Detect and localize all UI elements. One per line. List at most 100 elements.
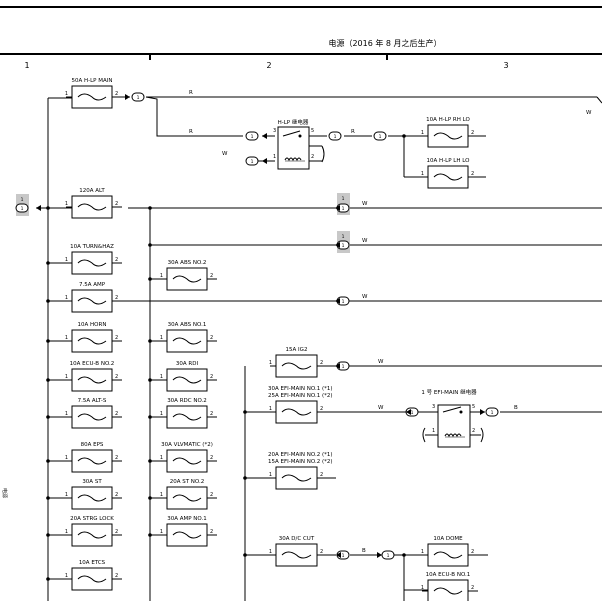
- junction-dot: [243, 476, 247, 480]
- fuse-element-icon: [172, 531, 202, 539]
- pin-number: 2: [471, 549, 474, 555]
- pin-number: 1: [160, 273, 163, 279]
- connector-pin: 1: [137, 95, 140, 101]
- fuse-element-icon: [77, 259, 107, 267]
- fuse-element-icon: [77, 337, 107, 345]
- junction-dot: [46, 533, 50, 537]
- fuse-label: 10A H-LP LH LO: [427, 158, 471, 164]
- fuse-label: 10A ECU-B NO.2: [70, 361, 115, 367]
- arrow-icon: [377, 552, 382, 558]
- pin-number: 1: [160, 529, 163, 535]
- pin-number: 1: [269, 360, 272, 366]
- pin-number: 1: [160, 335, 163, 341]
- pin-number: 2: [210, 492, 213, 498]
- junction-dot: [148, 378, 152, 382]
- pin-number: 2: [210, 411, 213, 417]
- connector-pill: [245, 156, 259, 166]
- pin-number: 2: [471, 130, 474, 136]
- pin-number: 2: [115, 374, 118, 380]
- fuse-label: 7.5A ALT-S: [78, 398, 107, 404]
- pin-number: 2: [115, 335, 118, 341]
- pin-number: 2: [471, 171, 474, 177]
- arrow-icon: [480, 409, 485, 415]
- connector-pin: 1: [387, 553, 390, 559]
- fuse-label: 20A ST NO.2: [170, 479, 205, 485]
- pin-number: 2: [210, 273, 213, 279]
- pin-number: 2: [115, 529, 118, 535]
- junction-dot: [46, 577, 50, 581]
- junction-dot: [148, 459, 152, 463]
- pin-number: 2: [115, 455, 118, 461]
- connector-pin: 1: [342, 299, 345, 305]
- fuse-element-icon: [433, 132, 463, 140]
- fuse-label: 120A ALT: [79, 188, 105, 194]
- pin-number: 1: [65, 295, 68, 301]
- junction-dot: [46, 261, 50, 265]
- relay-label: H-LP 继电器: [278, 118, 309, 126]
- wire-color-w: W: [362, 294, 368, 300]
- fuse-element-icon: [433, 587, 463, 595]
- pin-number: 1: [421, 549, 424, 555]
- arrow-icon: [262, 158, 267, 164]
- pin-number: 1: [65, 492, 68, 498]
- fuse-element-icon: [172, 376, 202, 384]
- fuse-element-icon: [433, 173, 463, 181]
- wire-color-b: B: [362, 548, 366, 554]
- efi-main-no2-label: 20A EFI-MAIN NO.2 (*1): [268, 452, 333, 458]
- fuse-label: 30A VLVMATIC (*2): [161, 442, 213, 448]
- fuse-element-icon: [77, 575, 107, 583]
- pin-number: 2: [115, 492, 118, 498]
- arrow-group: [36, 94, 485, 558]
- relay-wire-arc: [321, 145, 325, 163]
- fuse-label: 10A ECU-B NO.1: [426, 572, 471, 578]
- pin-number: 1: [65, 335, 68, 341]
- fuse-label: 80A EPS: [81, 442, 104, 448]
- fuse-element-icon: [77, 203, 107, 211]
- pin-number: 2: [210, 335, 213, 341]
- fuse-element-icon: [77, 457, 107, 465]
- pin-number: 2: [210, 374, 213, 380]
- pin-number: 1: [160, 492, 163, 498]
- fuse-label: 30A ABS NO.2: [168, 260, 207, 266]
- pin-number: 2: [472, 428, 475, 434]
- junction-dot: [46, 459, 50, 463]
- arrow-icon: [36, 205, 41, 211]
- junction-dot: [402, 134, 406, 138]
- pin-number: 1: [273, 154, 276, 160]
- pin-number: 2: [320, 472, 323, 478]
- pin-number: 2: [115, 573, 118, 579]
- junction-dot: [148, 496, 152, 500]
- fuse-label: 30A RDI: [176, 361, 199, 367]
- pin-number: 1: [421, 130, 424, 136]
- fuse-label: 10A HORN: [78, 322, 107, 328]
- wire-color-w: W: [362, 201, 368, 207]
- pin-number: 2: [471, 585, 474, 591]
- arrow-icon: [125, 94, 130, 100]
- pin-number: 2: [320, 549, 323, 555]
- pin-number: 2: [115, 91, 118, 97]
- junction-dot: [46, 299, 50, 303]
- pin-number: 2: [115, 201, 118, 207]
- column-number-1: 1: [24, 61, 29, 70]
- connector-pin: 1: [342, 206, 345, 212]
- wire-color-w: W: [378, 359, 384, 365]
- pin-number: 1: [421, 171, 424, 177]
- wire-color-r: R: [189, 90, 193, 96]
- fuse-label: 15A IG2: [286, 347, 308, 353]
- arrow-icon: [335, 363, 340, 369]
- fuse-label: 10A TURN&HAZ: [70, 244, 114, 250]
- fuse-label: 30A RDC NO.2: [167, 398, 207, 404]
- efi-main-no1-label: 25A EFI-MAIN NO.1 (*2): [268, 393, 333, 399]
